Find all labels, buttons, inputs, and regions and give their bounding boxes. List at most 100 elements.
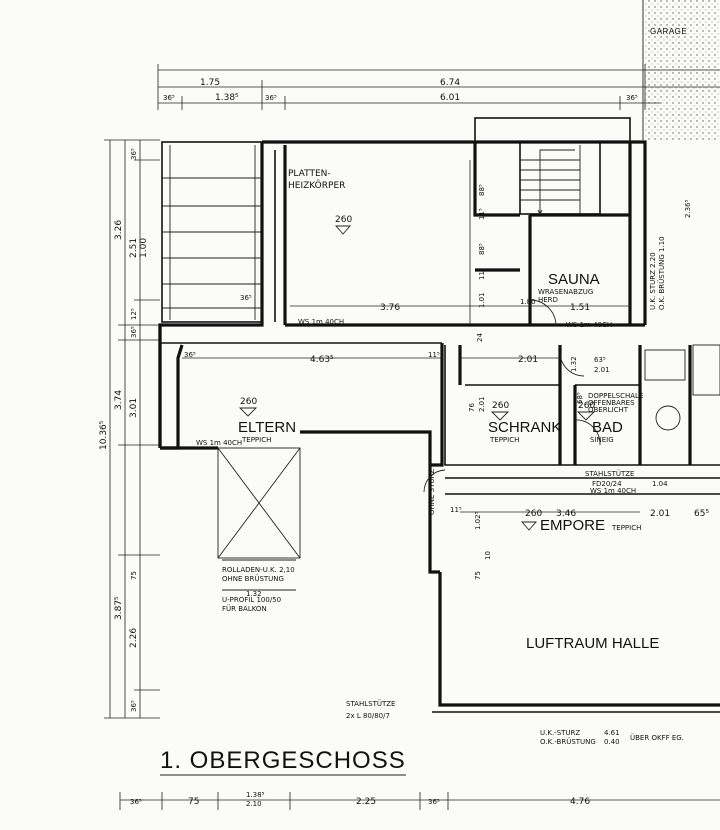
inner-dimensions: 3.76 36⁵ 4.63⁵ 36⁵ 11⁵ 2.01 1.51 3.46 2.… — [182, 160, 709, 598]
balcony — [161, 141, 263, 323]
note-platten-2: HEIZKÖRPER — [288, 180, 345, 191]
dim-left-b1: 3.26 — [114, 220, 124, 240]
note-stahl-1: STAHLSTÜTZE — [346, 699, 395, 708]
staircase — [474, 117, 631, 216]
dim-inner-5: 11⁵ — [428, 351, 440, 359]
dim-inner-6: 2.01 — [518, 355, 538, 365]
room-labels: PLATTEN- HEIZKÖRPER 260 SAUNA WRASENABZU… — [238, 169, 659, 652]
note-ws-2: WS 1m 40CH — [566, 321, 612, 329]
note-platten-1: PLATTEN- — [288, 169, 331, 179]
page-title: 1. OBERGESCHOSS — [160, 747, 406, 774]
dim-inner-7: 1.51 — [570, 303, 590, 313]
level-4: 260 — [578, 401, 595, 411]
dim-inner-11: 11⁵ — [450, 506, 462, 514]
dim-inner-16: 11⁵ — [478, 268, 486, 280]
dim-bottom-4: 2.10 — [246, 800, 262, 808]
dim-inner-19: 76 — [468, 403, 476, 412]
doors — [423, 299, 720, 493]
dim-top-7: 36⁵ — [626, 94, 638, 102]
dim-left-e2: 12⁵ — [130, 308, 138, 320]
note-sturz-2: O.K.-BRÜSTUNG — [540, 737, 596, 746]
note-doppel-1: DOPPELSCHALE — [588, 392, 643, 400]
inner-walls — [444, 142, 720, 495]
dim-bottom-3: 1.38⁵ — [246, 791, 265, 799]
dim-inner-13: 88⁵ — [478, 184, 486, 196]
dim-left-b3: 3.87⁵ — [114, 596, 124, 620]
dim-inner-29: 1.32 — [246, 590, 262, 598]
dim-left-c1: 2.51 — [129, 238, 139, 258]
dim-inner-25: 1.80 — [520, 298, 536, 306]
dim-inner-10: 65⁵ — [694, 509, 709, 519]
top-dimensions: 1.75 6.74 36⁵ 1.38⁵ 36⁵ 6.01 36⁵ — [157, 64, 720, 110]
note-stahlstuetze-small: STAHLSTÜTZE — [585, 469, 634, 478]
dim-inner-4: 36⁵ — [184, 351, 196, 359]
dim-inner-22: 1.32 — [570, 356, 578, 372]
left-dimensions: 10.36⁵ 3.26 3.74 3.87⁵ 2.51 1.00 3.01 2.… — [99, 139, 160, 719]
dim-top-4: 1.38⁵ — [215, 93, 239, 103]
dim-left-total: 10.36⁵ — [99, 420, 109, 450]
dim-top-3: 36⁵ — [163, 94, 175, 102]
room-bad: BAD — [592, 419, 623, 436]
dim-inner-23: 63⁵ — [594, 356, 606, 364]
exterior-walls — [158, 140, 720, 713]
dim-inner-24: 2.01 — [594, 366, 610, 374]
dim-inner-2: 36⁵ — [240, 294, 252, 302]
dim-inner-28: 10 — [484, 551, 492, 560]
dim-bottom-5: 2.25 — [356, 797, 376, 807]
dim-inner-8: 3.46 — [556, 509, 576, 519]
dim-inner-18: 24 — [476, 333, 484, 342]
room-sauna: SAUNA — [548, 271, 600, 288]
dim-top-2: 6.74 — [440, 78, 460, 88]
level-2: 260 — [240, 397, 257, 407]
dim-inner-21: 68⁵ — [576, 392, 584, 404]
room-bad-floor: SINEIG — [590, 436, 614, 444]
dim-top-1: 1.75 — [200, 78, 220, 88]
dim-left-e4: 75 — [130, 571, 138, 580]
note-doppel-3: OBERLICHT — [588, 406, 629, 414]
dim-inner-17: 1.01 — [478, 292, 486, 308]
room-eltern-floor: TEPPICH — [241, 436, 271, 444]
bottom-dimensions: 36⁵ 75 1.38⁵ 2.10 2.25 36⁵ 4.76 — [119, 791, 720, 810]
note-ohne-sturz: OHNE STURZ — [428, 469, 436, 515]
note-stahl-2: 2x L 80/80/7 — [346, 712, 390, 720]
dim-left-e5: 36⁵ — [130, 700, 138, 712]
dim-inner-15: 88⁵ — [478, 243, 486, 255]
dim-bottom-2: 75 — [188, 797, 199, 807]
room-empore: EMPORE — [540, 517, 605, 534]
room-schrank-floor: TEPPICH — [489, 436, 519, 444]
dim-inner-27: 75 — [474, 571, 482, 580]
note-wrasen-2: HERD — [538, 296, 558, 304]
note-ws-3: WS 1m 40CH — [590, 487, 636, 495]
dim-left-c4: 2.26 — [129, 628, 139, 648]
dim-left-c2: 1.00 — [139, 238, 149, 258]
note-wrasen-1: WRASENABZUG — [538, 288, 593, 296]
annotations: ROLLADEN-U.K. 2,10 OHNE BRÜSTUNG U-PROFI… — [196, 236, 684, 746]
balcony-window — [217, 447, 301, 591]
note-sturz-note: ÜBER OKFF EG. — [630, 733, 684, 742]
note-doppel-2: OFFENBARES — [588, 399, 635, 407]
note-uprofil-1: U-PROFIL 100/50 — [222, 596, 281, 604]
dim-left-e3: 36⁵ — [130, 326, 138, 338]
note-rolladen-1: ROLLADEN-U.K. 2,10 — [222, 566, 295, 574]
level-1: 260 — [335, 215, 352, 225]
dim-inner-14: 11⁵ — [478, 208, 486, 220]
room-empore-floor: TEPPICH — [611, 524, 641, 532]
dim-inner-12: 1.04 — [652, 480, 668, 488]
note-ws-1: WS 1m 40CH — [298, 318, 344, 326]
dim-top-6: 6.01 — [440, 93, 460, 103]
note-rolladen-2: OHNE BRÜSTUNG — [222, 574, 284, 583]
note-uk-sturz-right: U.K. STURZ 2.20 — [649, 252, 657, 310]
dim-inner-3: 4.63⁵ — [310, 355, 334, 365]
note-ok-br-right: O.K. BRÜSTUNG 1.10 — [657, 236, 666, 310]
dim-inner-9: 2.01 — [650, 509, 670, 519]
garage-label: GARAGE — [650, 27, 687, 36]
note-fd: FD20/24 — [592, 480, 622, 488]
dim-bottom-6: 36⁵ — [428, 798, 440, 806]
room-eltern: ELTERN — [238, 419, 296, 436]
dim-inner-30: 2.36⁵ — [684, 199, 692, 218]
dim-inner-1: 3.76 — [380, 303, 400, 313]
dim-left-b2: 3.74 — [114, 390, 124, 410]
note-uprofil-2: FÜR BALKON — [222, 604, 267, 613]
level-3: 260 — [492, 401, 509, 411]
